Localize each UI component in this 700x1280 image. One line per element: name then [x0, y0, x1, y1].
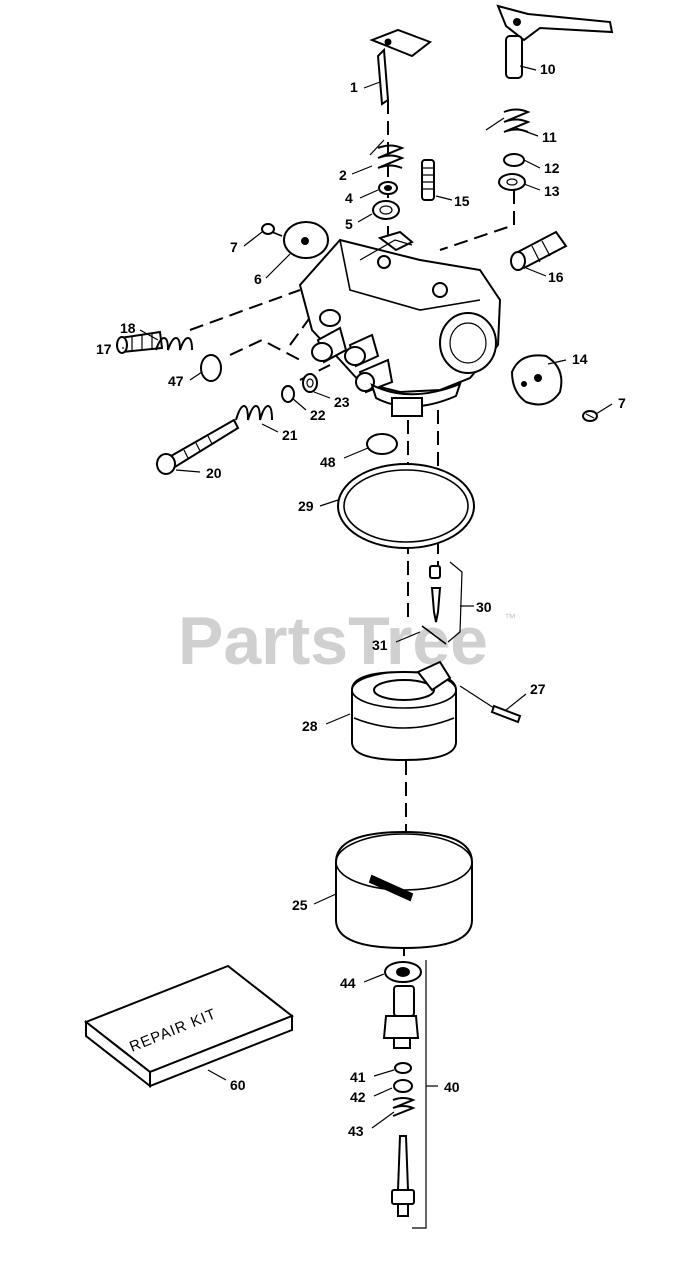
callout-23: 23 [334, 394, 350, 410]
callout-41: 41 [350, 1069, 366, 1085]
part-7-choke-screw [582, 410, 598, 422]
part-40-main-nozzle-assembly [382, 960, 427, 1229]
callout-43: 43 [348, 1123, 364, 1139]
callout-42: 42 [350, 1089, 366, 1105]
part-18-spring [155, 336, 193, 351]
callout-1: 1 [350, 79, 358, 95]
part-2-spring [369, 139, 405, 169]
callout-6: 6 [254, 271, 262, 287]
callout-13: 13 [544, 183, 560, 199]
callout-numbers: 1 2 4 5 7 6 10 11 12 13 15 16 18 17 47 1… [96, 61, 626, 1139]
part-14-choke-plate [510, 354, 563, 406]
callout-44: 44 [340, 975, 356, 991]
part-44-washer [384, 961, 422, 983]
callout-17: 17 [96, 341, 112, 357]
callout-40: 40 [444, 1079, 460, 1095]
part-29-gasket [337, 463, 475, 549]
leader-lines [122, 65, 613, 1129]
callout-7a: 7 [230, 239, 238, 255]
callout-21: 21 [282, 427, 298, 443]
part-16-fuel-inlet [510, 230, 568, 271]
callout-60: 60 [230, 1077, 246, 1093]
callout-10: 10 [540, 61, 556, 77]
part-22-washer [281, 385, 295, 403]
callout-20: 20 [206, 465, 222, 481]
callout-48: 48 [320, 454, 336, 470]
callout-4: 4 [345, 190, 353, 206]
part-47-welch-plug [200, 354, 222, 382]
part-1-throttle-shaft [369, 28, 433, 106]
callout-15: 15 [454, 193, 470, 209]
part-23-washer [302, 373, 318, 393]
part-10-choke-lever [496, 4, 614, 79]
part-13-seal [498, 173, 526, 191]
callout-47: 47 [168, 373, 184, 389]
callout-18: 18 [120, 320, 136, 336]
repair-kit-box: REPAIR KIT [84, 964, 294, 1089]
callout-5: 5 [345, 216, 353, 232]
callout-22: 22 [310, 407, 326, 423]
part-15-stud [421, 159, 435, 201]
part-7-screw [261, 223, 283, 237]
alignment-lines [189, 100, 515, 960]
part-31-clip [421, 625, 447, 645]
callout-27: 27 [530, 681, 546, 697]
part-4-washer [378, 181, 398, 195]
callout-2: 2 [339, 167, 347, 183]
part-28-float [351, 660, 457, 762]
part-27-hinge-pin [459, 685, 522, 724]
watermark-trademark: ™ [504, 611, 516, 625]
part-20-needle-screw [156, 418, 240, 475]
part-21-spring [235, 404, 273, 421]
watermark: PartsTree ™ [178, 603, 516, 679]
callout-29: 29 [298, 498, 314, 514]
callout-7b: 7 [618, 395, 626, 411]
part-43-spring [392, 1097, 416, 1117]
part-6-throttle-plate [283, 221, 329, 259]
part-25-float-bowl [335, 830, 473, 950]
part-11-spring [485, 108, 531, 133]
callout-16: 16 [548, 269, 564, 285]
carburetor-body [298, 230, 502, 417]
part-48-disc [366, 433, 398, 455]
callout-11: 11 [542, 129, 557, 145]
callout-31: 31 [372, 637, 388, 653]
part-42-washer [393, 1079, 413, 1093]
part-41-o-ring [394, 1062, 412, 1074]
callout-28: 28 [302, 718, 318, 734]
callout-30: 30 [476, 599, 492, 615]
part-12-washer [503, 153, 525, 167]
callout-25: 25 [292, 897, 308, 913]
callout-12: 12 [544, 160, 560, 176]
part-30-inlet-needle [429, 561, 463, 643]
part-40-needle [391, 1135, 415, 1217]
callout-14: 14 [572, 351, 588, 367]
part-5-seal [372, 200, 400, 220]
